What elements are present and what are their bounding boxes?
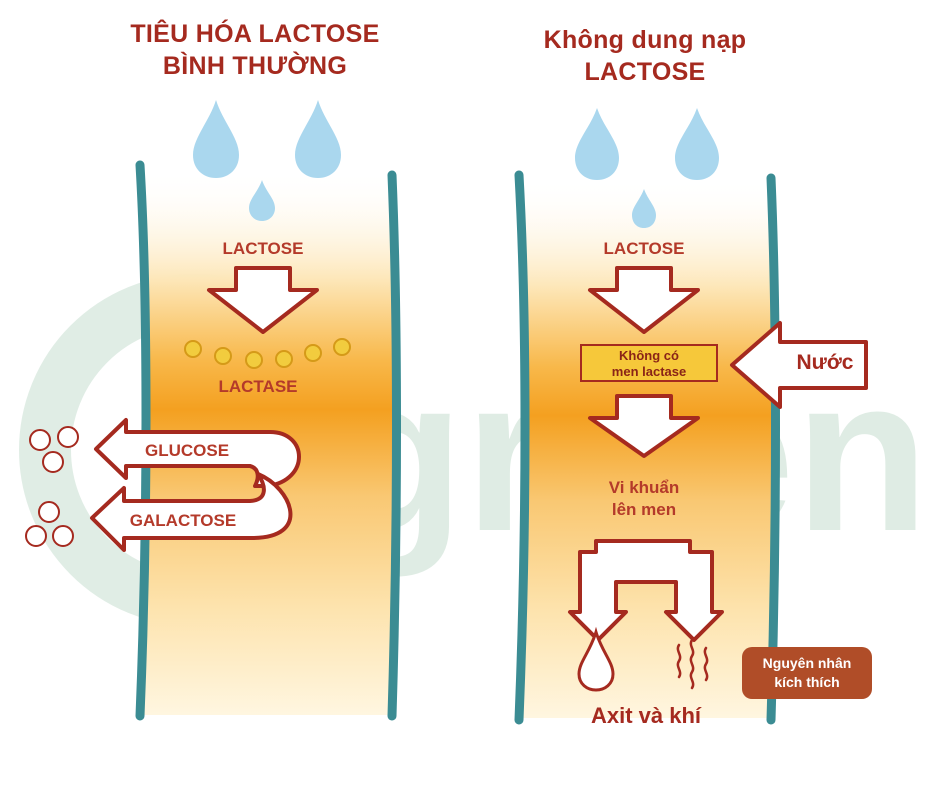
water-drop-icon	[295, 100, 341, 178]
right-title-line1: Không dung nạp	[543, 26, 747, 54]
molecule-circle	[57, 426, 79, 448]
acid-drop-icon	[577, 626, 615, 692]
lactase-label: LACTASE	[218, 377, 298, 396]
enzyme-dot	[275, 350, 293, 368]
water-label: Nước	[796, 351, 854, 374]
gas-wave-icon	[676, 638, 709, 690]
acid-gas-label: Axit và khí	[590, 703, 702, 728]
glucose-molecules	[29, 426, 79, 473]
down-arrow-icon	[207, 266, 319, 334]
molecule-circle	[42, 451, 64, 473]
split-arrow-icon	[568, 539, 724, 642]
lactase-enzyme-dots	[184, 338, 351, 369]
down-arrow-icon	[588, 266, 700, 334]
no-lactase-line2: men lactase	[611, 364, 687, 379]
left-tube-wall-left	[135, 160, 151, 721]
galactose-label: GALACTOSE	[129, 511, 237, 530]
left-title-line1: TIÊU HÓA LACTOSE	[130, 20, 380, 48]
galactose-molecules	[25, 501, 74, 547]
water-drop-icon	[249, 180, 275, 221]
cause-line1: Nguyên nhân	[762, 655, 852, 671]
right-title-line2: LACTOSE	[584, 58, 706, 86]
gas-wave	[689, 638, 695, 690]
water-drop-icon	[193, 100, 239, 178]
molecule-circle	[29, 429, 51, 451]
molecule-circle	[52, 525, 74, 547]
enzyme-dot	[184, 340, 202, 358]
right-lactose-label: LACTOSE	[603, 239, 685, 258]
left-tube-wall-right	[387, 170, 401, 721]
gas-wave	[703, 646, 709, 682]
enzyme-dot	[304, 344, 322, 362]
gas-wave	[676, 643, 682, 679]
enzyme-dot	[214, 347, 232, 365]
glucose-label: GLUCOSE	[144, 441, 230, 460]
enzyme-dot	[333, 338, 351, 356]
cause-line2: kích thích	[774, 674, 840, 690]
right-tube-wall-right	[766, 173, 780, 725]
right-tube-wall-left	[514, 170, 530, 725]
molecule-circle	[25, 525, 47, 547]
water-drop-icon	[575, 108, 619, 180]
molecule-circle	[38, 501, 60, 523]
left-lactose-label: LACTOSE	[222, 239, 304, 258]
right-panel	[514, 108, 868, 725]
left-title-line2: BÌNH THƯỜNG	[162, 52, 348, 80]
bacteria-line1: Vi khuẩn	[608, 478, 680, 497]
no-lactase-box: Không có men lactase	[580, 344, 718, 382]
water-inflow-arrow-icon	[730, 321, 868, 409]
water-drop-icon	[632, 189, 656, 228]
left-panel	[25, 100, 401, 721]
galactose-exit-arrow-icon	[90, 472, 293, 552]
no-lactase-line1: Không có	[619, 348, 679, 363]
bacteria-line2: lên men	[611, 500, 677, 519]
down-arrow-icon	[588, 394, 700, 458]
cause-badge: Nguyên nhân kích thích	[742, 647, 872, 699]
water-drop-icon	[675, 108, 719, 180]
enzyme-dot	[245, 351, 263, 369]
